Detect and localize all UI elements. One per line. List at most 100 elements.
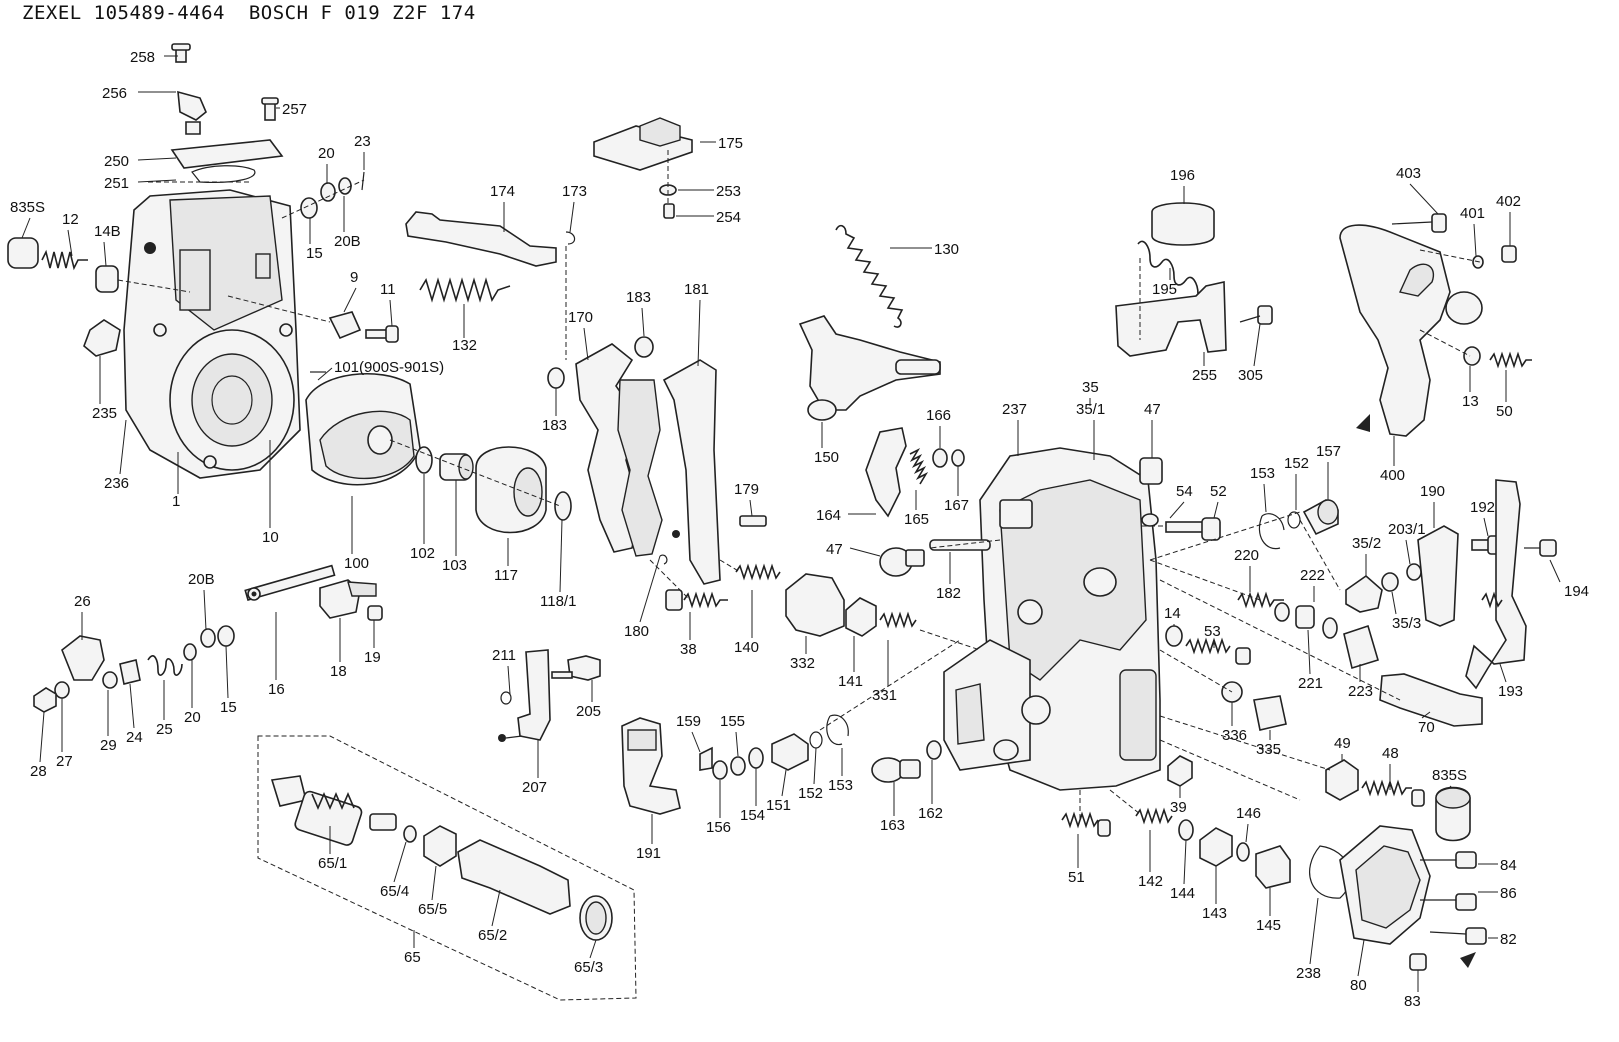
callout-179: 179 (734, 481, 759, 498)
leader-line (393, 841, 407, 883)
callout-35: 35 (1082, 379, 1099, 396)
callout-250: 250 (104, 153, 129, 170)
callout-146: 146 (1236, 805, 1261, 822)
callout-182: 182 (936, 585, 961, 602)
leader-line (129, 683, 135, 729)
callout-153: 153 (1250, 465, 1275, 482)
callout-162: 162 (918, 805, 943, 822)
leader-line (1449, 785, 1453, 789)
callout-237: 237 (1002, 401, 1027, 418)
callout-35-1: 35/1 (1076, 401, 1105, 418)
leader-line (813, 747, 817, 785)
callout-50: 50 (1496, 403, 1513, 420)
callout-102: 102 (410, 545, 435, 562)
leader-line (491, 889, 501, 927)
callout-256: 256 (102, 85, 127, 102)
screw-47-rod-182 (879, 539, 991, 577)
callout-155: 155 (720, 713, 745, 730)
governor-levers (547, 336, 767, 585)
callout-154: 154 (740, 807, 765, 824)
drive-shaft-parts (389, 439, 572, 534)
leader-line (1309, 897, 1319, 965)
callout-65-5: 65/5 (418, 901, 447, 918)
callout-51: 51 (1068, 869, 1085, 886)
callout-152: 152 (798, 785, 823, 802)
callout-13: 13 (1462, 393, 1479, 410)
callout-48: 48 (1382, 745, 1399, 762)
leader-line (1307, 629, 1311, 675)
callout-84: 84 (1500, 857, 1517, 874)
ring-seal-157 (1149, 499, 1339, 561)
callout-26: 26 (74, 593, 91, 610)
callout-80: 80 (1350, 977, 1367, 994)
callout-205: 205 (576, 703, 601, 720)
callout-173: 173 (562, 183, 587, 200)
bolt-51-screw-163 (871, 740, 1111, 837)
callout-203-1: 203/1 (1388, 521, 1426, 538)
callout-47: 47 (1144, 401, 1161, 418)
callout-190: 190 (1420, 483, 1445, 500)
callout-220: 220 (1234, 547, 1259, 564)
leader-line (559, 519, 563, 593)
leader-line (1263, 483, 1267, 513)
callout-403: 403 (1396, 165, 1421, 182)
lever-191 (621, 717, 681, 815)
callout-835s: 835S (10, 199, 45, 216)
leader-line (691, 731, 701, 753)
callout-400: 400 (1380, 467, 1405, 484)
leader-line (781, 769, 787, 797)
leader-line (21, 217, 31, 239)
leader-line (697, 299, 701, 367)
callout-18: 18 (330, 663, 347, 680)
callout-82: 82 (1500, 931, 1517, 948)
callout-305: 305 (1238, 367, 1263, 384)
screws-47-52 (1139, 457, 1221, 541)
callout-223: 223 (1348, 683, 1373, 700)
callout-39: 39 (1170, 799, 1187, 816)
callout-207: 207 (522, 779, 547, 796)
tube-spring-bracket (1115, 202, 1273, 357)
leader-line (589, 939, 597, 959)
leader-line (1213, 501, 1219, 519)
callout-156: 156 (706, 819, 731, 836)
callout-238: 238 (1296, 965, 1321, 982)
callout-1: 1 (172, 493, 180, 510)
callout-14b: 14B (94, 223, 121, 240)
pump-housing (83, 189, 301, 479)
callout-9: 9 (350, 269, 358, 286)
callout-65-2: 65/2 (478, 927, 507, 944)
bracket-207-group (498, 649, 601, 742)
callout-211: 211 (492, 647, 516, 664)
diagram-title: ZEXEL 105489-4464 BOSCH F 019 Z2F 174 (22, 2, 476, 24)
callout-132: 132 (452, 337, 477, 354)
leader-line (1409, 183, 1439, 215)
leader-line (389, 299, 393, 327)
callout-54: 54 (1176, 483, 1193, 500)
callout-235: 235 (92, 405, 117, 422)
callout-140: 140 (734, 639, 759, 656)
callout-103: 103 (442, 557, 467, 574)
stop-lever-400 (1339, 213, 1532, 437)
leader-line (1357, 939, 1365, 977)
bracket-screw-spring (227, 277, 511, 343)
leader-line (119, 419, 127, 475)
leader-line (1183, 839, 1187, 885)
cam-ring (305, 371, 421, 486)
callout-38: 38 (680, 641, 697, 658)
callout-118-1: 118/1 (540, 593, 576, 610)
leader-line (1483, 517, 1489, 537)
leader-line (639, 555, 661, 623)
callout-151: 151 (766, 797, 791, 814)
callout-253: 253 (716, 183, 741, 200)
callout-49: 49 (1334, 735, 1351, 752)
callout-20: 20 (184, 709, 201, 726)
callout-402: 402 (1496, 193, 1521, 210)
screw-48-plug-835s (1325, 759, 1471, 842)
leader-line (569, 201, 575, 233)
leader-line (1421, 711, 1431, 719)
callout-10: 10 (262, 529, 279, 546)
leader-line (1245, 823, 1249, 843)
callout-254: 254 (716, 209, 741, 226)
leader-line (317, 367, 333, 381)
lever-190-193 (1417, 479, 1557, 690)
